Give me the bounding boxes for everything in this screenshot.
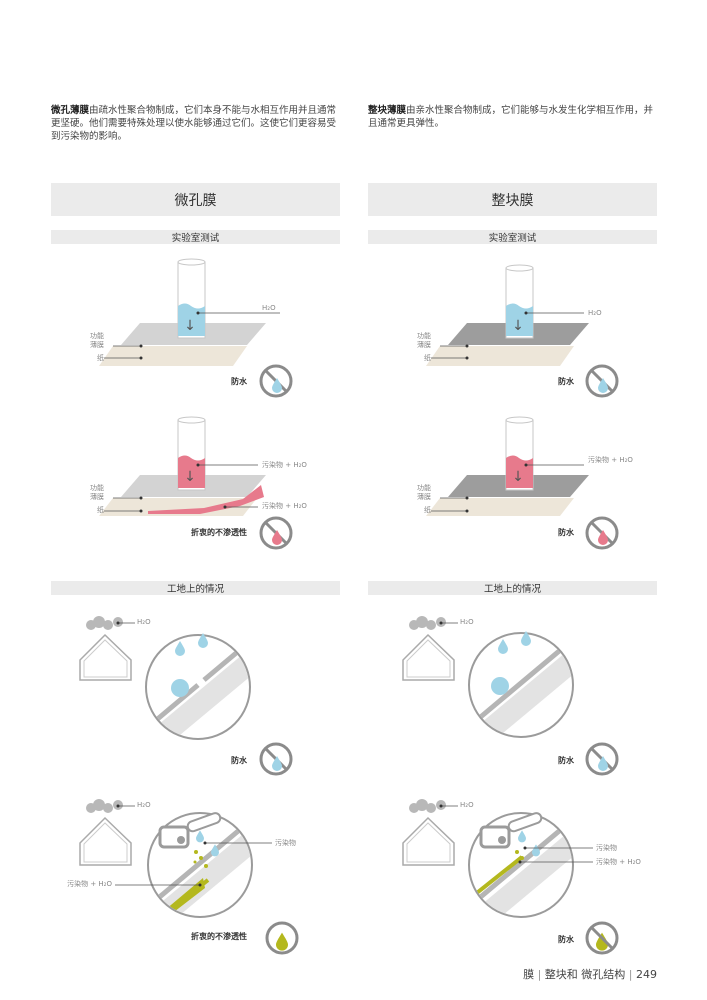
no-pollutant-icon	[585, 921, 619, 955]
no-water-icon	[585, 742, 619, 776]
left-site-rain	[79, 616, 251, 740]
label-paper: 纸	[424, 505, 431, 514]
result-text: 折衷的不渗透性	[191, 931, 247, 941]
intro-microporous: 微孔薄膜由疏水性聚合物制成，它们本身不能与水相互作用并且通常更坚硬。他们需要特殊…	[51, 104, 343, 143]
label-pollutant-h2o: 污染物 + H₂O	[262, 501, 307, 510]
label-pollutant: 污染物	[275, 838, 296, 847]
label-h2o: H₂O	[262, 304, 276, 312]
page-footer: 膜 | 整块和 微孔结构 | 249	[523, 968, 657, 981]
label-pollutant-h2o: 污染物 + H₂O	[596, 857, 641, 866]
label-h2o: H₂O	[137, 618, 151, 626]
label-h2o: H₂O	[460, 618, 474, 626]
footer-subsection: 整块和 微孔结构	[544, 968, 626, 981]
label-h2o: H₂O	[460, 801, 474, 809]
no-water-icon	[259, 742, 293, 776]
intro-monolithic-term: 整块薄膜	[368, 105, 407, 116]
result-text: 折衷的不渗透性	[191, 527, 247, 537]
label-film: 薄膜	[417, 492, 431, 501]
result-text: 防水	[231, 755, 248, 765]
no-water-icon	[259, 364, 293, 398]
pollutant-drop-icon	[585, 516, 619, 550]
label-func: 功能	[417, 483, 431, 492]
result-text: 防水	[558, 934, 575, 944]
footer-section: 膜	[523, 968, 535, 981]
intro-microporous-text: 由疏水性聚合物制成，它们本身不能与水相互作用并且通常更坚硬。他们需要特殊处理以使…	[51, 105, 337, 142]
result-text: 防水	[558, 376, 575, 386]
label-pollutant-h2o: 污染物 + H₂O	[67, 879, 112, 888]
label-paper: 纸	[97, 353, 104, 362]
svg-text:↓: ↓	[512, 469, 524, 485]
svg-text:↓: ↓	[184, 318, 196, 334]
label-paper: 纸	[97, 505, 104, 514]
label-h2o: H₂O	[137, 801, 151, 809]
monolithic-lab-title: 实验室测试	[368, 230, 657, 244]
label-func: 功能	[90, 483, 104, 492]
svg-text:↓: ↓	[512, 318, 524, 334]
page-number: 249	[636, 968, 657, 981]
right-lab-test-pollutant: ↓	[426, 416, 589, 516]
pollutant-drop-icon	[265, 921, 299, 955]
microporous-site-title: 工地上的情况	[51, 581, 340, 595]
left-site-pollutant	[79, 799, 272, 918]
right-site-pollutant	[402, 799, 593, 918]
label-paper: 纸	[424, 353, 431, 362]
left-lab-test-pollutant: ↓	[99, 416, 266, 516]
monolithic-site-title: 工地上的情况	[368, 581, 657, 595]
intro-microporous-term: 微孔薄膜	[51, 105, 90, 116]
microporous-lab-title: 实验室测试	[51, 230, 340, 244]
monolithic-title: 整块膜	[368, 183, 657, 216]
right-site-rain	[402, 616, 574, 738]
intro-monolithic-text: 由亲水性聚合物制成，它们能够与水发生化学相互作用，并且通常更具弹性。	[368, 105, 654, 129]
result-text: 防水	[558, 527, 575, 537]
right-lab-test-water: ↓	[426, 264, 589, 366]
label-pollutant-h2o: 污染物 + H₂O	[588, 455, 633, 464]
left-lab-test-water: ↓	[99, 258, 280, 366]
label-func: 功能	[90, 331, 104, 340]
label-pollutant-h2o: 污染物 + H₂O	[262, 460, 307, 469]
result-text: 防水	[558, 755, 575, 765]
no-water-icon	[585, 364, 619, 398]
intro-monolithic: 整块薄膜由亲水性聚合物制成，它们能够与水发生化学相互作用，并且通常更具弹性。	[368, 104, 660, 130]
label-func: 功能	[417, 331, 431, 340]
svg-text:↓: ↓	[184, 469, 196, 485]
label-film: 薄膜	[90, 340, 104, 349]
label-pollutant: 污染物	[596, 843, 617, 852]
pollutant-drop-icon	[259, 516, 293, 550]
label-film: 薄膜	[90, 492, 104, 501]
result-text: 防水	[231, 376, 248, 386]
label-film: 薄膜	[417, 340, 431, 349]
label-h2o: H₂O	[588, 309, 602, 317]
microporous-title: 微孔膜	[51, 183, 340, 216]
